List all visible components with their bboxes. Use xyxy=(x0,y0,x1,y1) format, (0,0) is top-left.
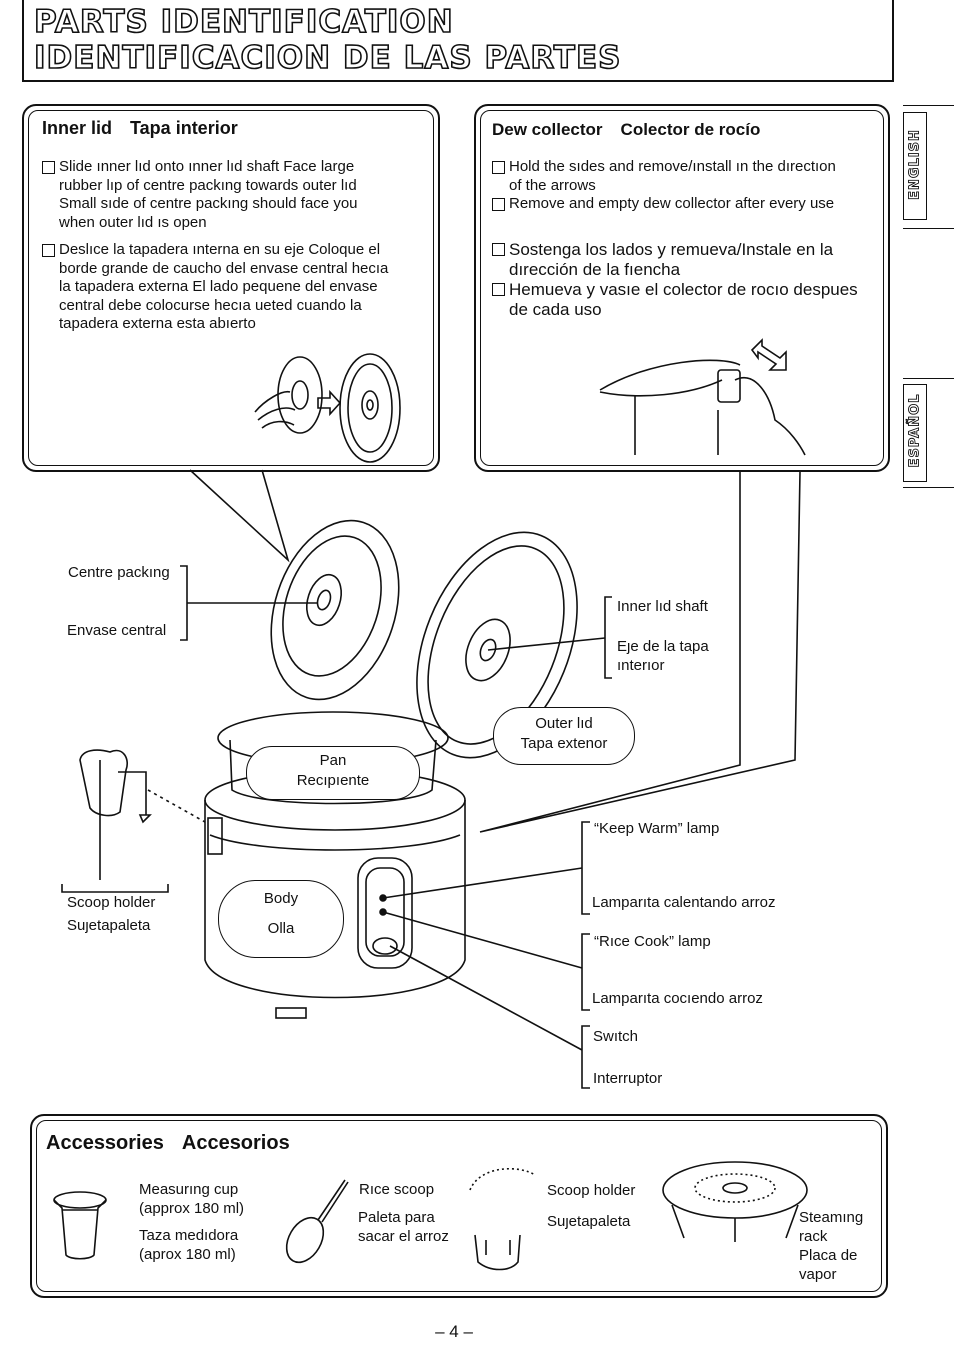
checkbox-icon xyxy=(492,243,505,256)
inner-lid-callout xyxy=(189,469,290,563)
title-english: PARTS IDENTIFICATION xyxy=(33,3,454,41)
label-measuring-cup: Measurıng cup (approx 180 ml) xyxy=(139,1181,245,1217)
inner-lid-title-es: Tapa interior xyxy=(130,118,238,138)
checkbox-icon xyxy=(492,283,505,296)
inner-lid-en-text: Slide ınner lıd onto ınner lıd shaft Fac… xyxy=(42,158,422,232)
title-spanish: IDENTIFICACION DE LAS PARTES xyxy=(33,39,622,77)
label-scoop-holder: Scoop holder xyxy=(67,894,156,911)
inner-lid-large-illustration xyxy=(270,519,400,701)
dew-collector-title-es: Colector de rocío xyxy=(620,120,761,139)
accessories-title-en: Accessories xyxy=(46,1132,164,1154)
label-paleta: Paleta para sacar el arroz xyxy=(358,1209,449,1245)
dew-collector-title-en: Dew collector xyxy=(492,120,603,139)
dew-collector-callout xyxy=(479,471,801,833)
dew-collector-es-text: Sostenga los lados y remueva/Instale en … xyxy=(492,240,886,320)
tab-espanol[interactable]: ESPAÑOL xyxy=(903,384,927,482)
checkbox-icon xyxy=(492,198,505,211)
label-taza-medidora: Taza medıdora (aprox 180 ml) xyxy=(139,1227,239,1263)
pan-callout: Pan Recıpıente xyxy=(246,746,420,800)
checkbox-icon xyxy=(42,161,55,174)
label-placa-vapor: Placa de vapor xyxy=(799,1247,858,1283)
steaming-rack-illustration xyxy=(662,1161,808,1242)
dew-collector-box: Dew collector Colector de rocío Hold the … xyxy=(474,104,890,472)
label-eje-tapa: Eȷe de la tapa xyxy=(617,638,709,655)
accessories-title-es: Accesorios xyxy=(181,1132,290,1154)
tab-english-frame xyxy=(903,105,954,229)
page-number: – 4 – xyxy=(435,1322,473,1341)
label-olla: Olla xyxy=(267,920,295,937)
label-eje-tapa-2: ınterıor xyxy=(617,657,665,674)
label-pan: Pan xyxy=(319,752,347,769)
label-tapa-exterior: Tapa extenor xyxy=(520,735,608,752)
label-keep-warm: “Keep Warm” lamp xyxy=(594,820,720,837)
label-acc-scoop-holder: Scoop holder xyxy=(547,1182,636,1199)
scoop-holder-illustration xyxy=(61,749,206,893)
label-rice-scoop: Rıce scoop xyxy=(359,1181,435,1198)
label-acc-sujetapaleta: Suȷetapaleta xyxy=(547,1213,631,1230)
label-recipiente: Recıpıente xyxy=(296,772,370,789)
measuring-cup-illustration xyxy=(53,1191,107,1260)
checkbox-icon xyxy=(42,244,55,257)
label-lamparita-calentando: Lamparıta calentando arroz xyxy=(592,894,776,911)
checkbox-icon xyxy=(492,161,505,174)
rice-scoop-illustration xyxy=(285,1179,349,1264)
scoop-holder-small-illustration xyxy=(469,1167,536,1271)
label-inner-lid-shaft: Inner lıd shaft xyxy=(617,598,708,615)
dew-collector-small-illustration xyxy=(599,338,806,456)
accessories-box: Accessories Accesorios xyxy=(30,1114,888,1298)
body-callout: Body Olla xyxy=(218,880,344,958)
inner-lid-small-illustration xyxy=(254,353,401,463)
dew-collector-title: Dew collector Colector de rocío xyxy=(492,120,778,140)
inner-lid-es-text: Deslıce la tapadera ınterna en su eje Co… xyxy=(42,241,432,334)
label-switch: Swıtch xyxy=(593,1028,639,1045)
tab-espanol-frame xyxy=(903,378,954,488)
outer-lid-callout: Outer lıd Tapa extenor xyxy=(493,707,635,765)
outer-lid-illustration xyxy=(416,531,578,759)
label-body: Body xyxy=(263,890,299,907)
label-lamparita-cociendo: Lamparıta cocıendo arroz xyxy=(592,990,763,1007)
inner-lid-box: Inner lid Tapa interior Slide ınner lıd o… xyxy=(22,104,440,472)
page-header: PARTS IDENTIFICATION IDENTIFICACION DE L… xyxy=(22,0,894,82)
label-steaming-rack: Steamıng rack xyxy=(799,1209,864,1245)
label-interruptor: Interruptor xyxy=(593,1070,663,1087)
label-outer-lid: Outer lıd xyxy=(535,715,593,732)
inner-lid-title-en: Inner lid xyxy=(42,118,113,138)
accessories-title: Accessories Accesorios xyxy=(46,1132,308,1155)
label-sujetapaleta: Suȷetapaleta xyxy=(67,917,151,934)
label-rice-cook: “Rıce Cook” lamp xyxy=(594,933,711,950)
inner-lid-title: Inner lid Tapa interior xyxy=(42,118,256,139)
label-centre-packing: Centre packıng xyxy=(68,564,170,581)
label-envase-central: Envase central xyxy=(67,622,167,639)
tab-english[interactable]: ENGLISH xyxy=(903,112,927,220)
dew-collector-en-text: Hold the sıdes and remove/ınstall ın the… xyxy=(492,158,884,214)
